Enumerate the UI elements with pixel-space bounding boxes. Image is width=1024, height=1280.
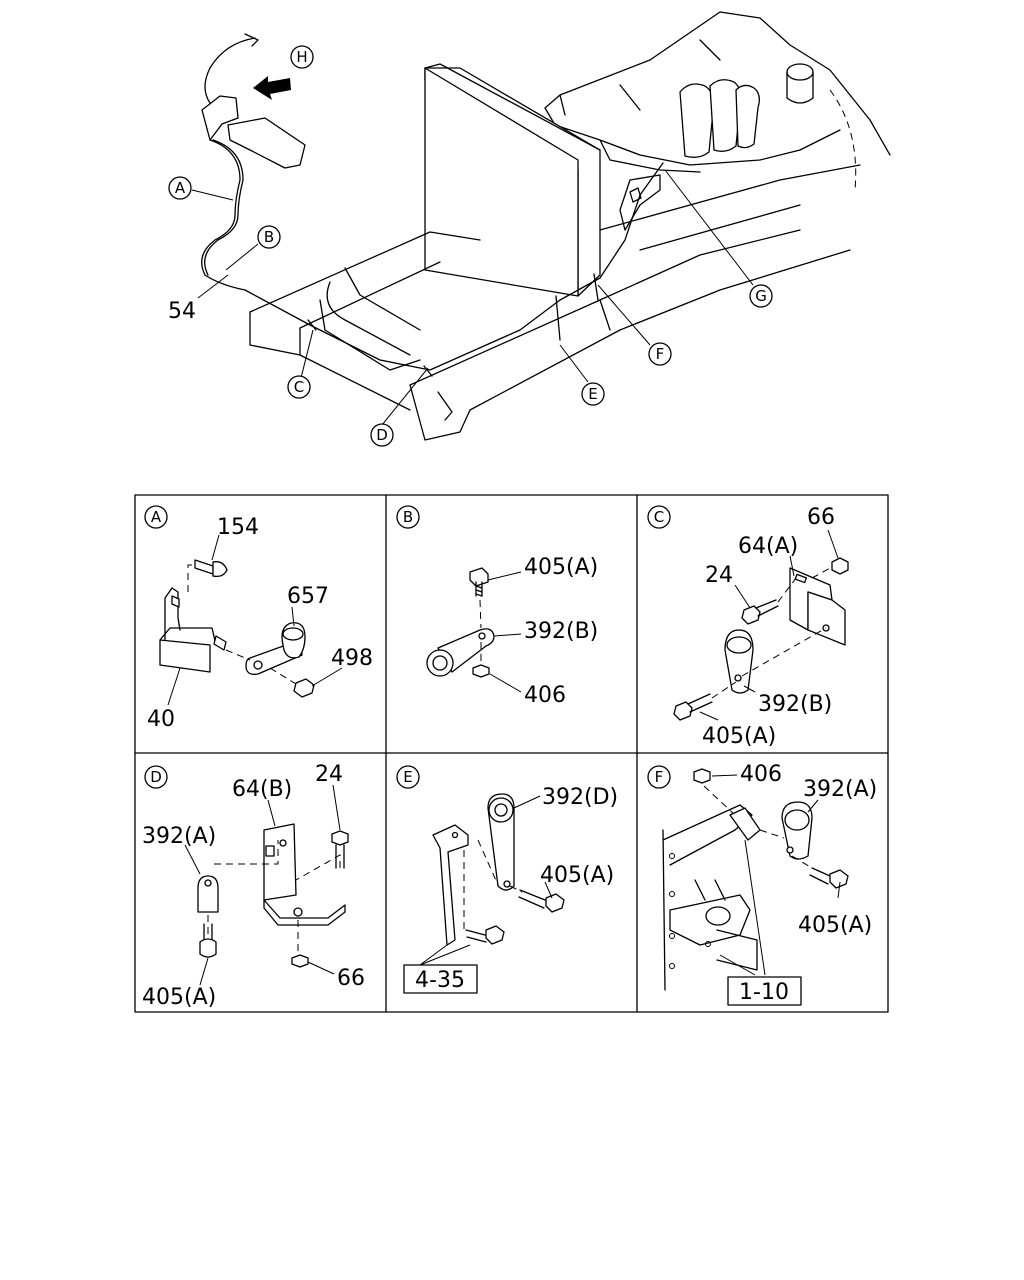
frame-drawing	[249, 164, 861, 441]
svg-text:498: 498	[331, 646, 373, 671]
detail-panel-C: C 66 64(A) 24 392(B) 405(A)	[647, 505, 849, 749]
engine-drawing	[544, 11, 891, 231]
svg-text:4-35: 4-35	[415, 968, 465, 993]
callout-C: C	[287, 375, 311, 399]
cable-54-drawing	[201, 33, 664, 377]
svg-text:24: 24	[315, 762, 343, 787]
svg-text:40: 40	[147, 707, 175, 732]
detail-panel-B: B 405(A) 392(B) 406	[396, 505, 598, 708]
svg-text:D: D	[150, 768, 162, 786]
overview-illustration: H A B C D E F G 54	[168, 11, 891, 447]
svg-text:B: B	[264, 228, 274, 246]
detail-panel-E: E 392(D) 405(A) 4-35	[396, 765, 618, 994]
svg-text:66: 66	[337, 966, 365, 991]
callout-B: B	[257, 225, 281, 249]
svg-text:D: D	[376, 426, 388, 444]
svg-text:G: G	[755, 287, 767, 305]
svg-text:406: 406	[740, 762, 782, 787]
svg-text:66: 66	[807, 505, 835, 530]
direction-arrow	[253, 76, 291, 100]
callout-H: H	[290, 45, 314, 69]
svg-text:392(D): 392(D)	[542, 785, 618, 810]
svg-text:406: 406	[524, 683, 566, 708]
svg-text:405(A): 405(A)	[540, 863, 614, 888]
svg-text:C: C	[654, 508, 664, 526]
svg-text:657: 657	[287, 584, 329, 609]
svg-text:24: 24	[705, 563, 733, 588]
svg-text:F: F	[656, 345, 665, 363]
leader-lines	[191, 169, 754, 426]
detail-panel-D: D 64(B) 24 392(A) 405(A) 66	[142, 762, 365, 1010]
callout-A: A	[168, 176, 192, 200]
svg-text:405(A): 405(A)	[798, 913, 872, 938]
svg-text:A: A	[151, 508, 162, 526]
svg-text:392(A): 392(A)	[803, 777, 877, 802]
svg-text:E: E	[403, 768, 412, 786]
svg-text:405(A): 405(A)	[142, 985, 216, 1010]
svg-text:392(B): 392(B)	[758, 692, 832, 717]
svg-text:64(B): 64(B)	[232, 777, 292, 802]
part-label-54: 54	[168, 299, 196, 324]
svg-text:B: B	[403, 508, 413, 526]
detail-panel-F: F 406 392(A) 405(A) 1-10	[647, 762, 877, 1006]
callout-G: G	[749, 284, 773, 308]
svg-text:405(A): 405(A)	[702, 724, 776, 749]
radiator-drawing	[424, 63, 601, 297]
svg-text:F: F	[655, 768, 664, 786]
svg-text:1-10: 1-10	[739, 980, 789, 1005]
callout-D: D	[370, 423, 394, 447]
detail-panel-A: A 154 657 498 40	[144, 505, 373, 732]
detail-grid	[134, 494, 889, 1013]
callout-F: F	[648, 342, 672, 366]
svg-text:405(A): 405(A)	[524, 555, 598, 580]
svg-text:392(A): 392(A)	[142, 824, 216, 849]
svg-text:H: H	[296, 48, 307, 66]
svg-text:64(A): 64(A)	[738, 534, 798, 559]
callout-E: E	[581, 382, 605, 406]
svg-text:154: 154	[217, 515, 259, 540]
svg-text:C: C	[294, 378, 304, 396]
svg-text:A: A	[175, 179, 186, 197]
svg-text:392(B): 392(B)	[524, 619, 598, 644]
svg-text:E: E	[588, 385, 597, 403]
